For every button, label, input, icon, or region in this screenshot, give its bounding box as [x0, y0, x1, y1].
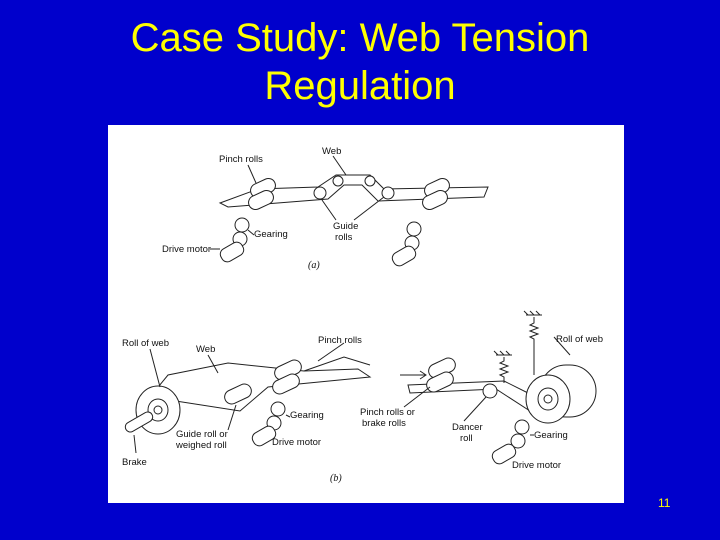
- gear-a-right-1: [406, 221, 422, 237]
- label-a-gearing: Gearing: [254, 229, 288, 240]
- guide-roll-a-1: [313, 186, 327, 200]
- guide-roll-a-4: [381, 186, 395, 200]
- guide-roll-a-3: [364, 175, 376, 187]
- gear-a-left-1: [234, 217, 250, 233]
- motor-a-right: [391, 245, 417, 267]
- pinch-roll-b-right-bottom: [426, 371, 454, 393]
- label-b-guide-roll-1: Guide roll or: [176, 429, 228, 440]
- label-b-drive-motor-left: Drive motor: [272, 437, 321, 448]
- title-line-2: Regulation: [264, 64, 456, 108]
- spring-2: [528, 317, 540, 375]
- roll-of-web-right: [525, 374, 571, 424]
- figure-drawing: Pinch rolls Web Guide rolls Gearing Driv…: [122, 146, 603, 484]
- diagram-b-right: Roll of web Pinch rolls or brake rolls D…: [360, 310, 603, 471]
- web-strip-b-left: [149, 362, 372, 412]
- label-b-guide-roll-2: weighed roll: [175, 440, 227, 451]
- label-b-brake: Brake: [122, 457, 147, 468]
- label-a-guide-rolls-1: Guide: [333, 221, 358, 232]
- label-b-roll-of-web-left: Roll of web: [122, 338, 169, 349]
- label-b-web: Web: [196, 344, 215, 355]
- label-a-pinch-rolls: Pinch rolls: [219, 154, 263, 165]
- motor-a-left: [219, 241, 245, 263]
- diagram-b-left: Roll of web Web Pinch rolls Gearing Driv…: [122, 335, 372, 484]
- web-tension-figure: Pinch rolls Web Guide rolls Gearing Driv…: [108, 125, 624, 503]
- label-b-dancer-2: roll: [460, 433, 473, 444]
- gear-b-right-2: [510, 433, 526, 449]
- label-a-drive-motor: Drive motor: [162, 244, 211, 255]
- spring-1: [498, 357, 510, 383]
- guide-roll-b: [224, 383, 252, 405]
- pinch-roll-a-right-bottom: [422, 189, 448, 211]
- slide-title: Case Study: Web Tension Regulation: [0, 14, 720, 110]
- label-b-roll-of-web-right: Roll of web: [556, 334, 603, 345]
- label-b-drive-motor-right: Drive motor: [512, 460, 561, 471]
- dancer-roll: [482, 383, 498, 399]
- gear-b-left-1: [270, 401, 286, 417]
- label-a-guide-rolls-2: rolls: [335, 232, 353, 243]
- guide-roll-a-2: [332, 175, 344, 187]
- motor-b-left: [251, 425, 277, 447]
- label-b-pinch-brake-2: brake rolls: [362, 418, 406, 429]
- title-line-1: Case Study: Web Tension: [130, 16, 590, 60]
- brake: [124, 411, 154, 433]
- diagram-a: Pinch rolls Web Guide rolls Gearing Driv…: [162, 146, 489, 271]
- gear-b-right-1: [514, 419, 530, 435]
- label-b-gearing-right: Gearing: [534, 430, 568, 441]
- pinch-roll-a-left-bottom: [248, 189, 274, 211]
- page-number: 11: [658, 496, 671, 510]
- pinch-roll-b-left-bottom: [272, 373, 300, 395]
- label-b-gearing-left: Gearing: [290, 410, 324, 421]
- label-b-dancer-1: Dancer: [452, 422, 483, 433]
- caption-b: (b): [330, 473, 342, 484]
- web-strip-a: [218, 174, 489, 208]
- label-b-pinch-brake-1: Pinch rolls or: [360, 407, 415, 418]
- label-a-web: Web: [322, 146, 341, 157]
- motor-b-right: [491, 443, 517, 465]
- caption-a: (a): [308, 260, 320, 271]
- label-b-pinch-rolls: Pinch rolls: [318, 335, 362, 346]
- roll-of-web-left: [135, 385, 181, 435]
